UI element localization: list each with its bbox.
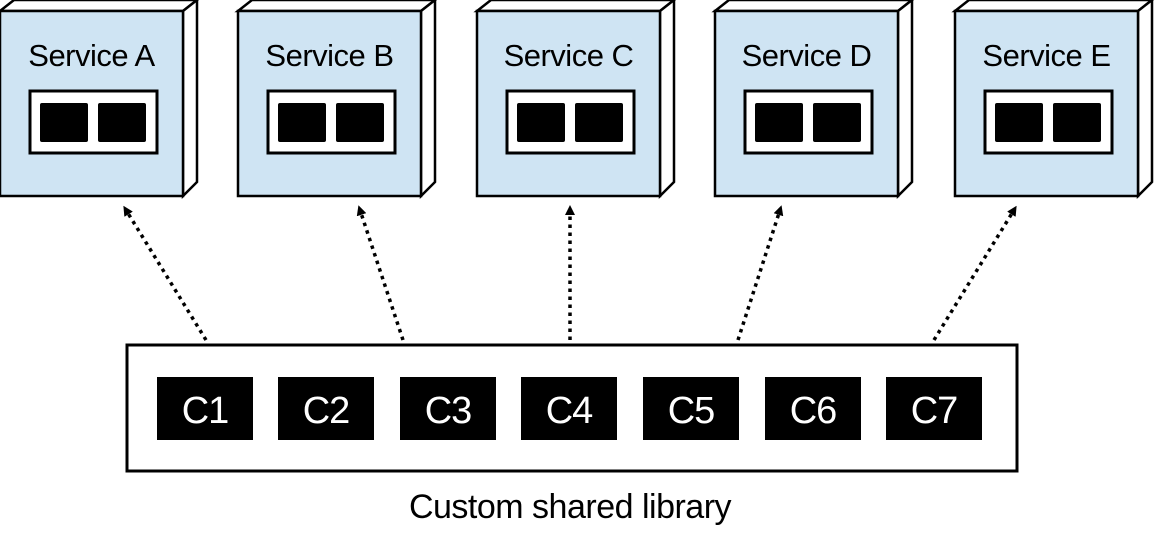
services-row: Service A Service B Service C [0, 0, 1155, 200]
dependency-arrow [932, 205, 1017, 341]
component-box [278, 377, 374, 440]
component-c2: C2 [278, 377, 374, 440]
service-e: Service E [951, 0, 1155, 200]
library-caption: Custom shared library [409, 488, 732, 526]
dependency-arrow [123, 205, 208, 341]
service-d: Service D [711, 0, 915, 200]
service-side-face [658, 0, 676, 200]
component-label: C4 [546, 390, 593, 432]
port-slot [755, 103, 803, 142]
component-box [521, 377, 617, 440]
service-side-face [1136, 0, 1154, 200]
service-a: Service A [0, 0, 200, 200]
service-top-face [711, 0, 915, 13]
service-label: Service E [982, 38, 1110, 73]
port-slot [40, 103, 88, 142]
component-label: C1 [182, 390, 229, 432]
service-label: Service B [265, 38, 393, 73]
port-slot [98, 103, 146, 142]
service-label: Service D [742, 38, 872, 73]
port-slot [278, 103, 326, 142]
port-slot [813, 103, 861, 142]
component-box [400, 377, 496, 440]
component-c6: C6 [765, 377, 861, 440]
component-label: C7 [911, 390, 958, 432]
dependency-arrows [123, 205, 1017, 341]
service-label: Service A [28, 38, 155, 73]
service-top-face [473, 0, 677, 13]
component-c5: C5 [643, 377, 739, 440]
port-slot [995, 103, 1043, 142]
service-label: Service C [504, 38, 634, 73]
service-top-face [951, 0, 1155, 13]
service-side-face [419, 0, 437, 200]
component-label: C2 [303, 390, 350, 432]
component-box [886, 377, 982, 440]
component-c1: C1 [157, 377, 253, 440]
port-slot [336, 103, 384, 142]
component-label: C6 [790, 390, 837, 432]
component-label: C5 [668, 390, 715, 432]
service-side-face [181, 0, 199, 200]
service-top-face [234, 0, 438, 13]
dependency-arrow [356, 205, 405, 341]
component-c7: C7 [886, 377, 982, 440]
service-b: Service B [234, 0, 438, 200]
dependency-arrow [736, 205, 784, 341]
shared-library: C1 C2 C3 C4 C5 C6 [125, 343, 1019, 473]
component-box [643, 377, 739, 440]
service-side-face [896, 0, 914, 200]
port-slot [575, 103, 623, 142]
component-c4: C4 [521, 377, 617, 440]
port-slot [517, 103, 565, 142]
service-top-face [0, 0, 200, 13]
port-slot [1053, 103, 1101, 142]
component-c3: C3 [400, 377, 496, 440]
component-label: C3 [425, 390, 472, 432]
component-box [157, 377, 253, 440]
service-c: Service C [473, 0, 677, 200]
component-box [765, 377, 861, 440]
